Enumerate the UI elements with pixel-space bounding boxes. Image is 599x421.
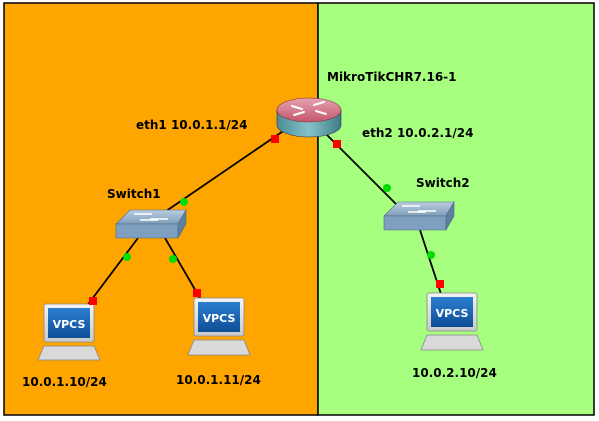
pc3-icon[interactable]: VPCS — [420, 292, 484, 351]
pc2-icon[interactable]: VPCS — [187, 297, 251, 356]
status-indicator-down — [271, 135, 279, 143]
pc1-icon-label: VPCS — [53, 318, 86, 331]
router-label: MikroTikCHR7.16-1 — [327, 70, 457, 84]
status-indicator-up — [180, 198, 188, 206]
pc3-ip-label: 10.0.2.10/24 — [412, 366, 497, 380]
status-indicator-up — [383, 184, 391, 192]
status-indicator-up — [123, 253, 131, 261]
link-switch2-pc3 — [419, 229, 444, 301]
status-indicator-down — [333, 140, 341, 148]
switch2-label: Switch2 — [416, 176, 470, 190]
status-indicator-up — [427, 251, 435, 259]
status-indicator-down — [193, 289, 201, 297]
pc3-icon-label: VPCS — [436, 307, 469, 320]
eth2-label: eth2 10.0.2.1/24 — [362, 126, 474, 140]
switch1-icon[interactable] — [115, 208, 187, 240]
switch1-label: Switch1 — [107, 187, 161, 201]
eth1-label: eth1 10.0.1.1/24 — [136, 118, 248, 132]
pc2-ip-label: 10.0.1.11/24 — [176, 373, 261, 387]
right-zone — [317, 2, 595, 416]
router-icon[interactable] — [276, 97, 342, 138]
pc2-icon-label: VPCS — [203, 312, 236, 325]
pc1-icon[interactable]: VPCS — [37, 303, 101, 361]
switch2-icon[interactable] — [383, 200, 455, 232]
link-router-switch1 — [155, 124, 293, 219]
status-indicator-up — [169, 255, 177, 263]
links — [79, 124, 444, 316]
link-router-switch2 — [317, 125, 403, 211]
pc1-ip-label: 10.0.1.10/24 — [22, 375, 107, 389]
status-indicator-down — [89, 297, 97, 305]
status-indicator-down — [436, 280, 444, 288]
